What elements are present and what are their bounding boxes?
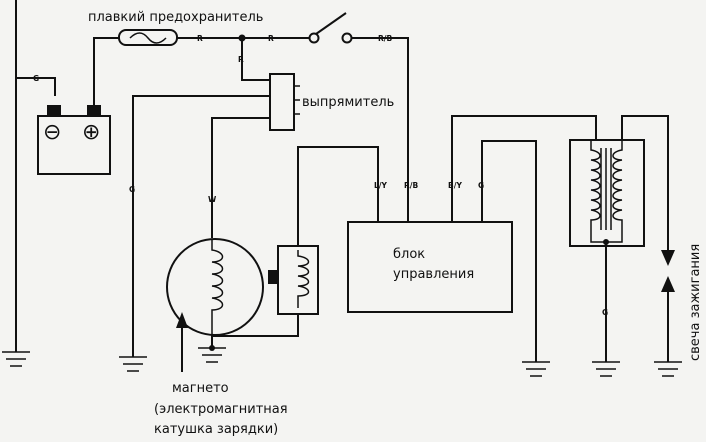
control-unit-label-2: управления (393, 267, 474, 282)
left-ground-wire (2, 0, 56, 367)
fuse-label: плавкий предохранитель (88, 10, 263, 25)
wire-code-cu-ly: L/Y (374, 181, 388, 190)
wire-code-cu-g: G (478, 181, 484, 190)
switch-icon (308, 12, 353, 44)
wire-code-tap-r: R (238, 55, 244, 64)
magneto-sublabel-1: (электромагнитная (154, 402, 288, 417)
control-unit-box (347, 221, 513, 313)
battery (37, 105, 111, 175)
rectifier-label: выпрямитель (302, 95, 394, 110)
wire-code-fuse-r: R (197, 34, 203, 43)
control-unit-label-1: блок (393, 247, 425, 262)
wire-code-batt-g: G (129, 185, 135, 194)
wire-code-left-g: G (33, 74, 39, 83)
wire-code-switch-r: R (268, 34, 274, 43)
magneto-pointer-arrow (176, 312, 188, 372)
wire-code-cu-by: B/Y (448, 181, 462, 190)
wire-code-mag-w: W (208, 195, 217, 204)
magneto-label: магнето (172, 381, 229, 396)
wire-code-coil-g: G (602, 308, 608, 317)
wire-code-switch-rb: R/B (378, 34, 393, 43)
ignition-coil (569, 139, 645, 247)
battery-minus-icon: ⊖ (43, 120, 61, 145)
battery-plus-icon: ⊕ (82, 120, 100, 145)
magneto-sublabel-2: катушка зарядки) (154, 422, 278, 437)
wire-code-cu-rb: R/B (404, 181, 419, 190)
battery-positive-wire (93, 37, 119, 105)
pickup-coil (268, 245, 319, 315)
spark-plug-label: свеча зажигания (688, 244, 703, 361)
rectifier (269, 73, 300, 131)
fuse-icon (118, 29, 178, 46)
spark-plug-icon (661, 250, 675, 292)
